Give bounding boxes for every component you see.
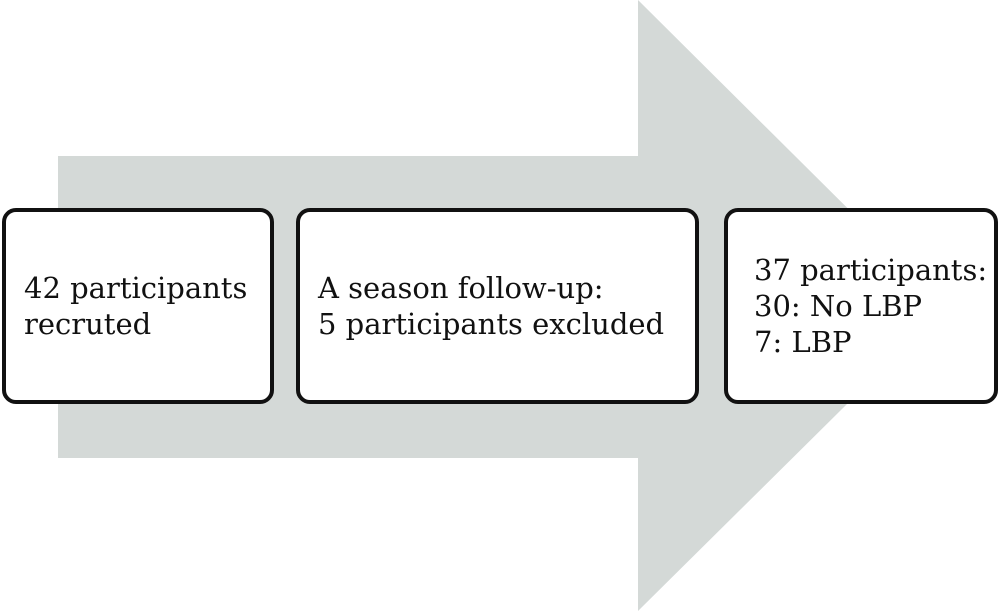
step-2-line-2: 5 participants excluded — [318, 307, 665, 341]
step-2-line-1: A season follow-up: — [318, 271, 604, 305]
step-1-line-2: recruted — [24, 307, 152, 341]
step-box-recruited: 42 participants recruted — [2, 208, 274, 404]
step-3-line-1: 37 participants: — [754, 253, 988, 287]
step-3-line-3: 7: LBP — [754, 325, 852, 359]
step-box-outcome: 37 participants: 30: No LBP 7: LBP — [724, 208, 998, 404]
step-box-follow-up: A season follow-up: 5 participants exclu… — [296, 208, 699, 404]
step-1-line-1: 42 participants — [24, 271, 248, 305]
step-3-line-2: 30: No LBP — [754, 289, 923, 323]
